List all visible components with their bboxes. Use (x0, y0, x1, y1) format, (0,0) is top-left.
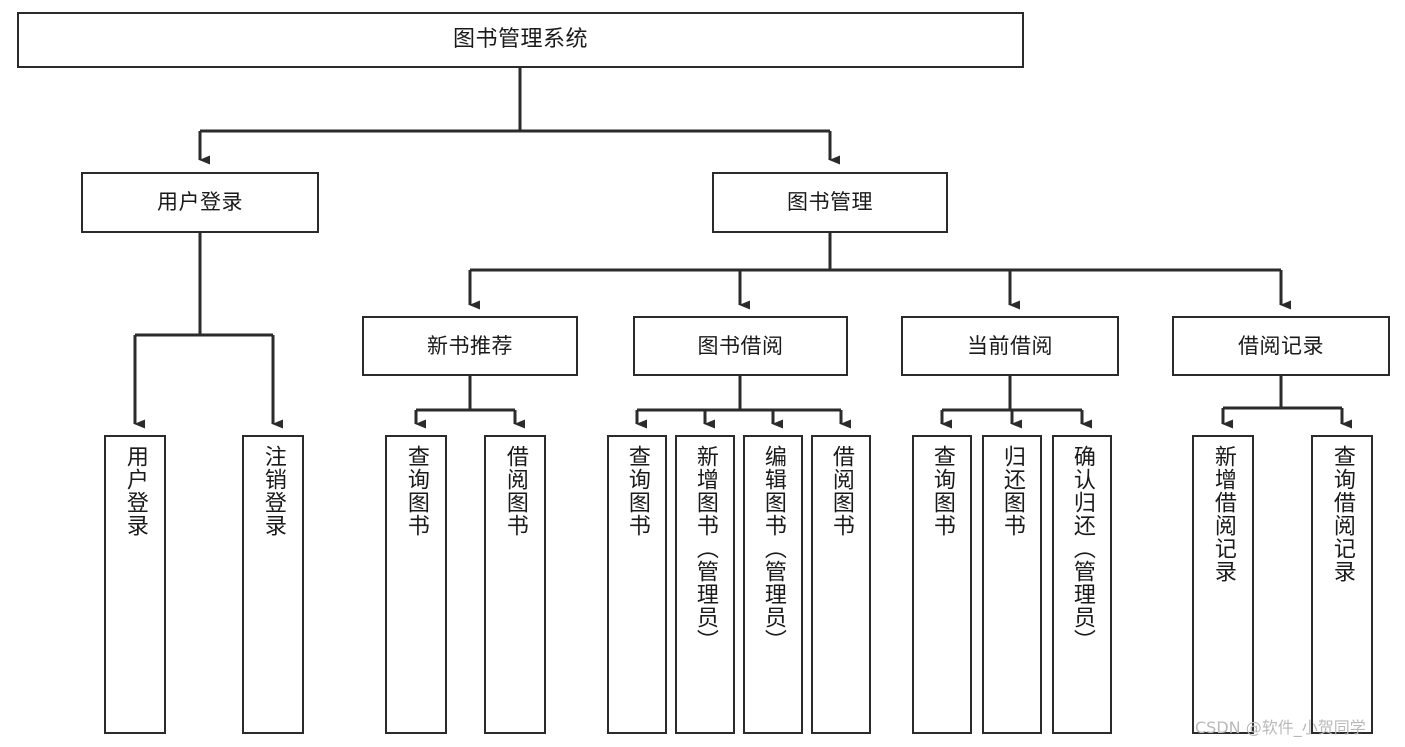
node-new-book-recommend[interactable]: 新书推荐 (362, 316, 578, 376)
node-leaf-borrow-book-new[interactable]: 借阅图书 (484, 435, 546, 734)
node-user-login[interactable]: 用户登录 (81, 172, 319, 233)
node-label: 查询图书 (403, 445, 429, 537)
node-leaf-edit-book[interactable]: 编辑图书（管理员） (743, 435, 803, 734)
node-label: 查询图书 (929, 445, 955, 537)
node-leaf-query-book-borrow[interactable]: 查询图书 (607, 435, 667, 734)
node-label: 新增图书（管理员） (692, 445, 718, 652)
node-label: 归还图书 (999, 445, 1025, 537)
node-label: 编辑图书（管理员） (760, 445, 786, 652)
node-label: 图书管理 (787, 190, 873, 215)
node-leaf-query-book-current[interactable]: 查询图书 (912, 435, 972, 734)
node-leaf-logout[interactable]: 注销登录 (242, 435, 304, 734)
node-label: 查询借阅记录 (1329, 445, 1355, 583)
node-root-system[interactable]: 图书管理系统 (17, 12, 1024, 68)
node-leaf-query-book-new[interactable]: 查询图书 (385, 435, 447, 734)
watermark-text: CSDN @软件_小贺同学 (1195, 718, 1366, 737)
node-label: 新增借阅记录 (1210, 445, 1236, 583)
node-label: 用户登录 (157, 190, 243, 215)
node-book-borrow[interactable]: 图书借阅 (633, 316, 848, 376)
node-label: 新书推荐 (427, 333, 513, 358)
node-label: 图书借阅 (697, 333, 784, 358)
node-label: 用户登录 (122, 445, 148, 537)
node-label: 注销登录 (260, 445, 286, 537)
node-leaf-confirm-return[interactable]: 确认归还（管理员） (1052, 435, 1112, 734)
node-leaf-add-book[interactable]: 新增图书（管理员） (675, 435, 735, 734)
node-leaf-user-login[interactable]: 用户登录 (104, 435, 166, 734)
node-leaf-borrow-book[interactable]: 借阅图书 (811, 435, 871, 734)
node-label: 当前借阅 (967, 333, 1053, 358)
node-label: 借阅图书 (828, 445, 854, 537)
node-leaf-add-record[interactable]: 新增借阅记录 (1192, 435, 1254, 734)
node-label: 图书管理系统 (452, 27, 588, 53)
node-leaf-query-record[interactable]: 查询借阅记录 (1311, 435, 1373, 734)
node-current-borrow[interactable]: 当前借阅 (901, 316, 1119, 376)
node-label: 借阅图书 (502, 445, 528, 537)
node-book-management[interactable]: 图书管理 (712, 172, 948, 233)
node-label: 借阅记录 (1238, 333, 1324, 358)
node-borrow-record[interactable]: 借阅记录 (1172, 316, 1390, 376)
node-leaf-return-book[interactable]: 归还图书 (982, 435, 1042, 734)
node-label: 确认归还（管理员） (1069, 445, 1095, 652)
node-label: 查询图书 (624, 445, 650, 537)
